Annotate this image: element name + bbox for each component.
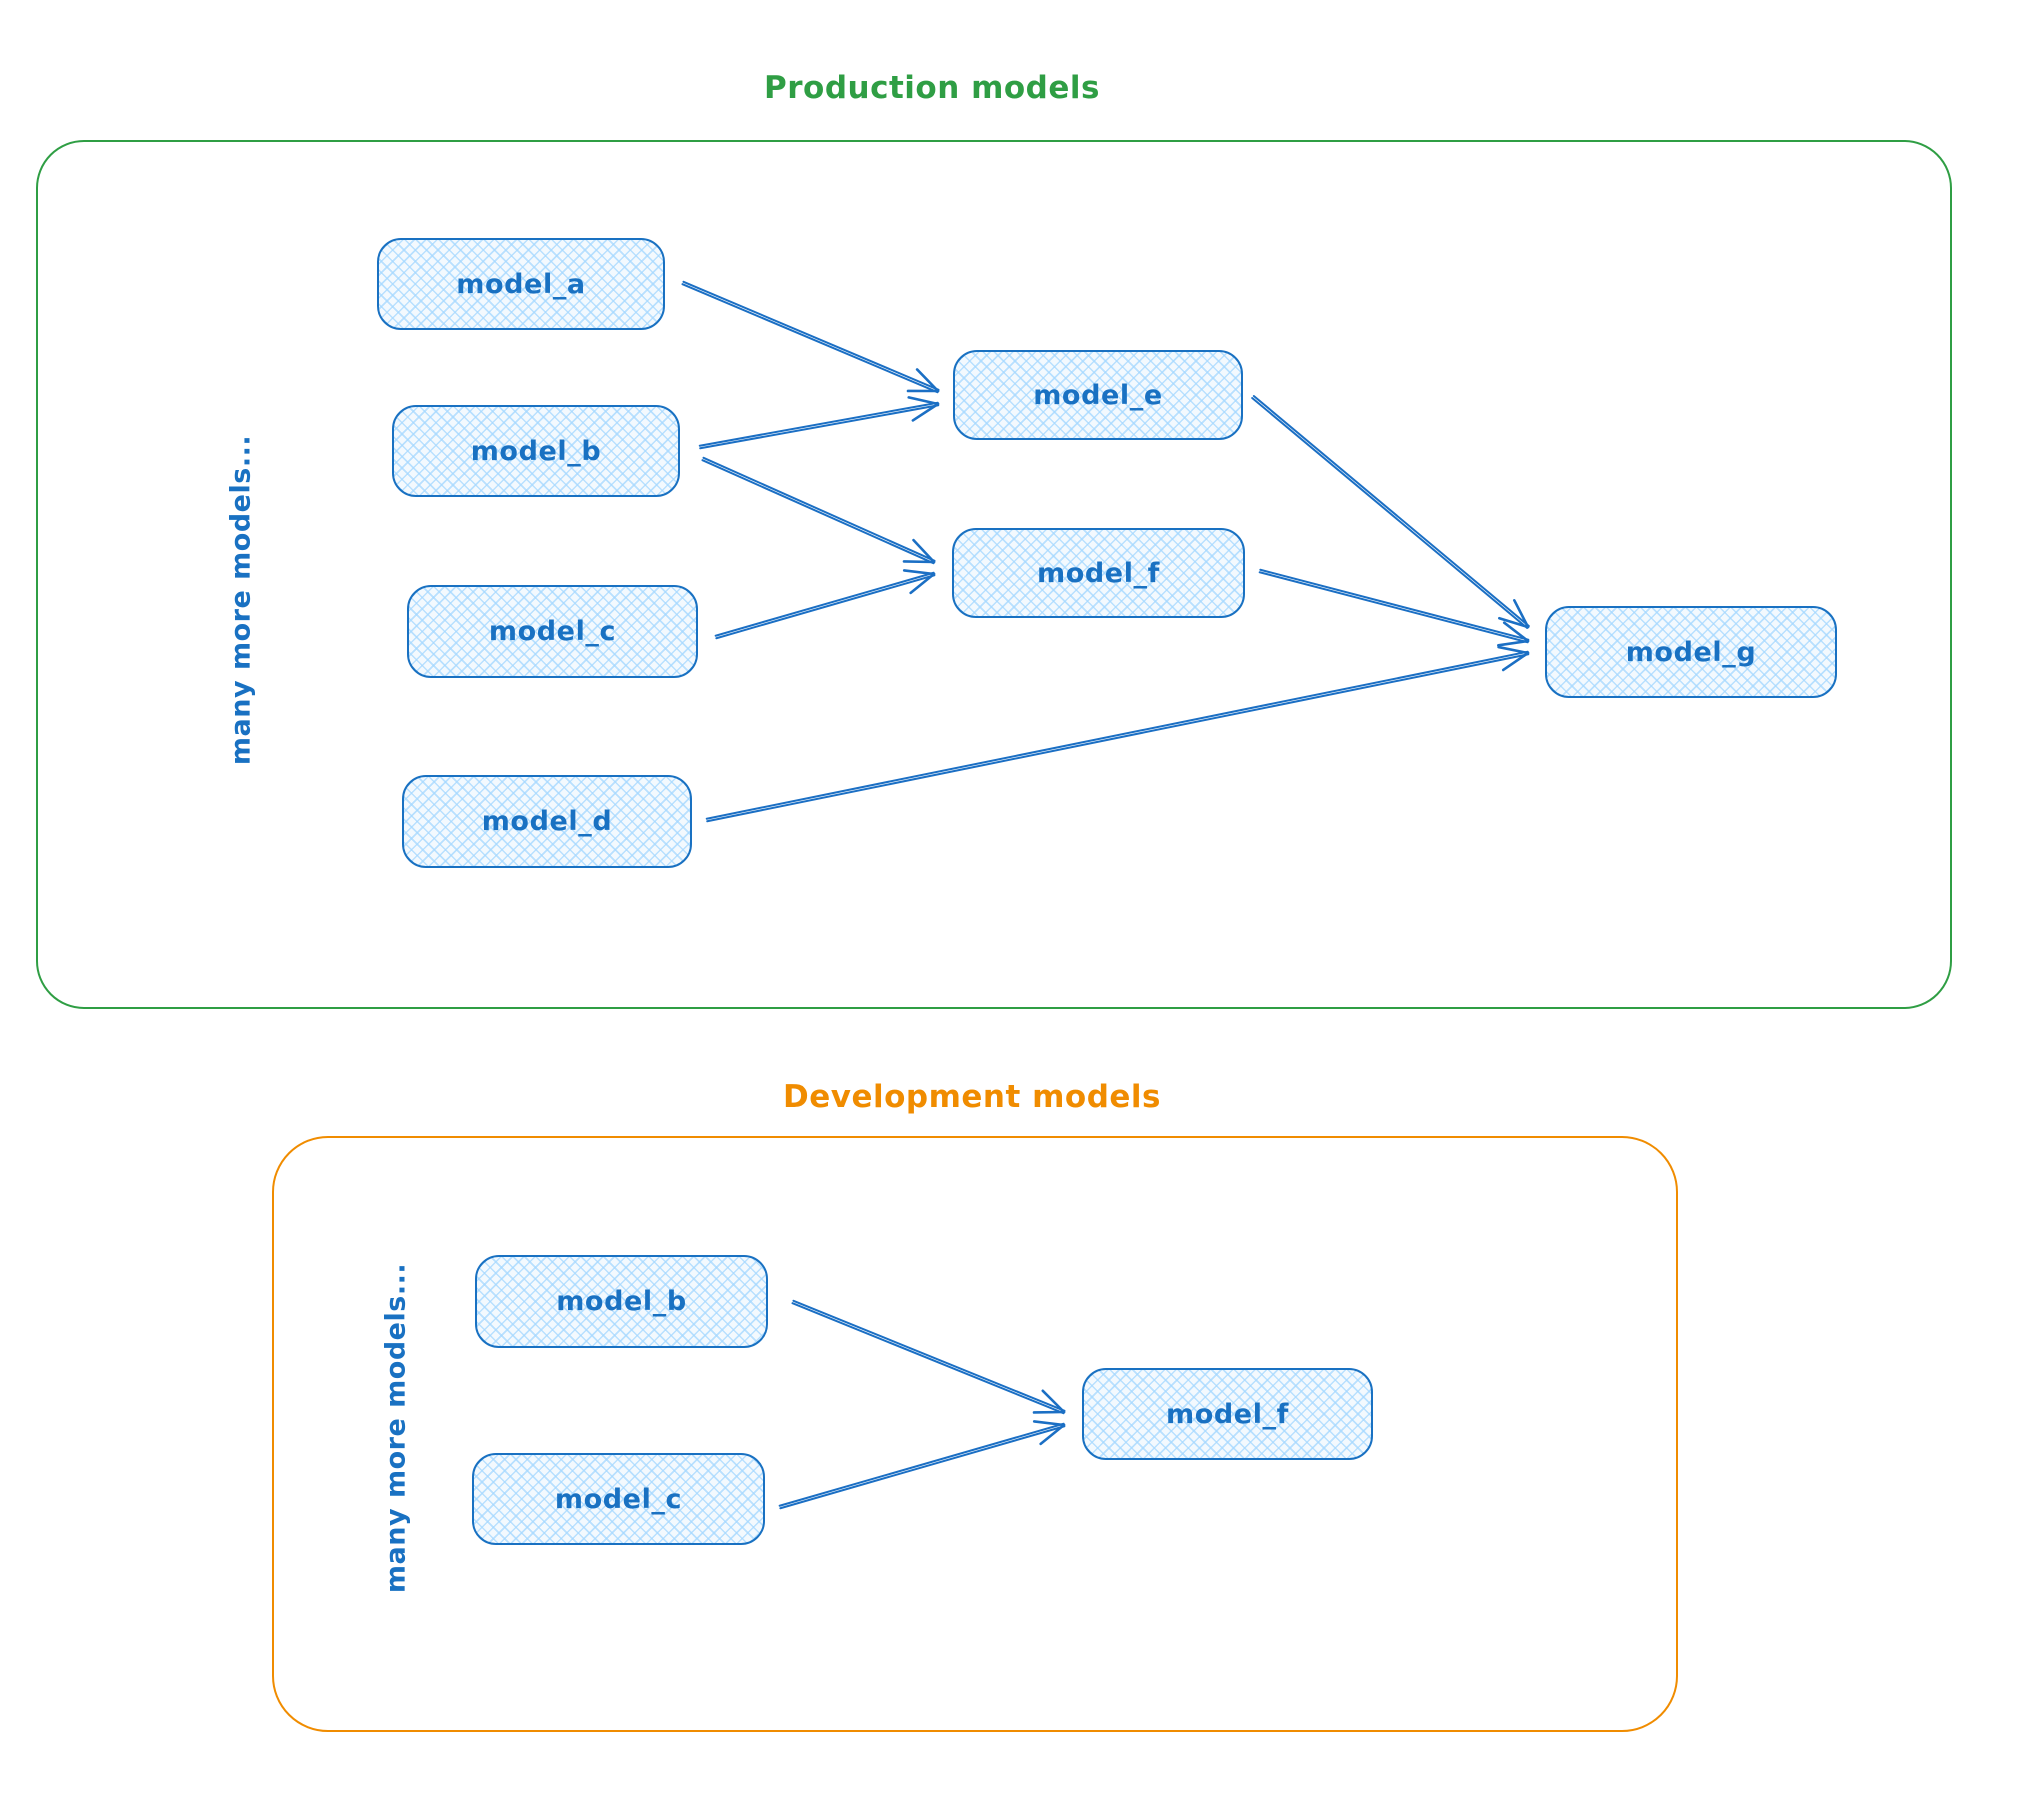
node-label: model_b xyxy=(556,1286,687,1317)
node-label: model_g xyxy=(1625,636,1757,668)
node-label: model_b xyxy=(470,435,602,467)
node-production-model_f: model_f xyxy=(952,528,1245,618)
node-development-model_f: model_f xyxy=(1082,1368,1373,1460)
node-production-model_e: model_e xyxy=(953,350,1243,440)
development-section-box xyxy=(272,1136,1678,1732)
node-production-model_g: model_g xyxy=(1545,606,1837,698)
node-label: model_f xyxy=(1165,1398,1290,1430)
node-production-model_d: model_d xyxy=(402,775,692,868)
production-side-label: many more models... xyxy=(225,434,257,766)
node-production-model_b: model_b xyxy=(392,405,680,497)
node-label: model_d xyxy=(481,806,613,837)
node-label: model_c xyxy=(488,616,617,647)
production-section-title: Production models xyxy=(764,70,1100,106)
node-development-model_b: model_b xyxy=(475,1255,768,1348)
development-section-title: Development models xyxy=(782,1079,1162,1115)
production-section-box xyxy=(36,140,1952,1009)
node-production-model_a: model_a xyxy=(377,238,665,330)
node-label: model_f xyxy=(1036,557,1161,589)
node-development-model_c: model_c xyxy=(472,1453,765,1545)
node-label: model_c xyxy=(554,1483,683,1515)
node-label: model_e xyxy=(1033,379,1163,411)
node-production-model_c: model_c xyxy=(407,585,698,678)
development-side-label: many more models... xyxy=(380,1262,412,1594)
node-label: model_a xyxy=(456,268,586,300)
